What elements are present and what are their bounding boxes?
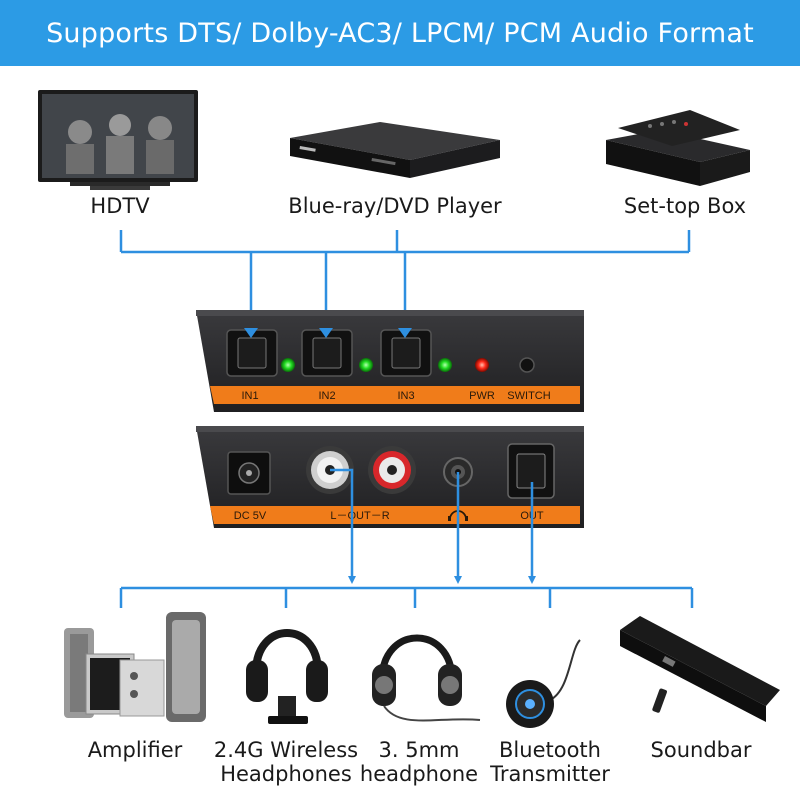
output-label-headphone-line2: headphone bbox=[359, 762, 479, 786]
output-label-wireless-headphones: 2.4G Wireless Headphones bbox=[196, 738, 376, 786]
rca-label: L－OUT－R bbox=[330, 510, 389, 522]
power-led bbox=[475, 358, 489, 372]
output-label-soundbar: Soundbar bbox=[626, 738, 776, 762]
dvd-player-icon bbox=[290, 122, 500, 178]
soundbar-icon bbox=[620, 616, 780, 722]
in1-label: IN1 bbox=[241, 390, 258, 402]
back-panel: DC 5V L－OUT－R OUT bbox=[196, 426, 584, 528]
optical-in1-port bbox=[226, 329, 278, 377]
switch-button[interactable] bbox=[519, 357, 535, 373]
front-panel: IN1 IN2 IN3 PWR SWITCH bbox=[196, 310, 584, 412]
output-label-bluetooth-transmitter: Bluetooth Transmitter bbox=[484, 738, 616, 786]
source-label-hdtv: HDTV bbox=[90, 194, 150, 218]
title-banner: Supports DTS/ Dolby-AC3/ LPCM/ PCM Audio… bbox=[0, 0, 800, 66]
source-label-dvd-player: Blue-ray/DVD Player bbox=[288, 194, 502, 218]
output-label-bluetooth-line1: Bluetooth bbox=[499, 738, 601, 762]
bluetooth-transmitter-icon bbox=[506, 639, 581, 728]
hdtv-icon bbox=[38, 90, 198, 190]
set-top-box-icon bbox=[606, 110, 750, 186]
wireless-headphones-icon bbox=[246, 629, 328, 724]
input-arrowheads bbox=[244, 328, 412, 338]
in3-led bbox=[438, 358, 452, 372]
optical-in3-port bbox=[380, 329, 432, 377]
in1-led bbox=[281, 358, 295, 372]
in3-label: IN3 bbox=[397, 390, 414, 402]
dc-label: DC 5V bbox=[234, 510, 267, 522]
output-label-wireless-line1: 2.4G Wireless bbox=[213, 738, 359, 762]
dc-jack-port bbox=[227, 451, 271, 495]
output-label-amplifier-line1: Amplifier bbox=[87, 738, 183, 762]
source-label-set-top-box: Set-top Box bbox=[623, 194, 747, 218]
optical-out-port bbox=[507, 443, 555, 499]
in2-led bbox=[359, 358, 373, 372]
optical-in2-port bbox=[301, 329, 353, 377]
headphone-icon bbox=[372, 634, 481, 722]
output-connector-lines bbox=[119, 468, 694, 608]
page-title: Supports DTS/ Dolby-AC3/ LPCM/ PCM Audio… bbox=[46, 17, 754, 49]
output-label-amplifier: Amplifier bbox=[60, 738, 210, 762]
output-label-headphone: 3. 5mm headphone bbox=[354, 738, 484, 786]
output-label-soundbar-line1: Soundbar bbox=[650, 738, 752, 762]
switch-label: SWITCH bbox=[507, 390, 550, 402]
pwr-label: PWR bbox=[469, 390, 495, 402]
amplifier-icon bbox=[64, 612, 206, 722]
output-label-headphone-line1: 3. 5mm bbox=[378, 738, 460, 762]
output-label-wireless-line2: Headphones bbox=[220, 762, 352, 786]
output-label-bluetooth-line2: Transmitter bbox=[490, 762, 610, 786]
in2-label: IN2 bbox=[318, 390, 335, 402]
rca-right-port bbox=[368, 446, 416, 494]
